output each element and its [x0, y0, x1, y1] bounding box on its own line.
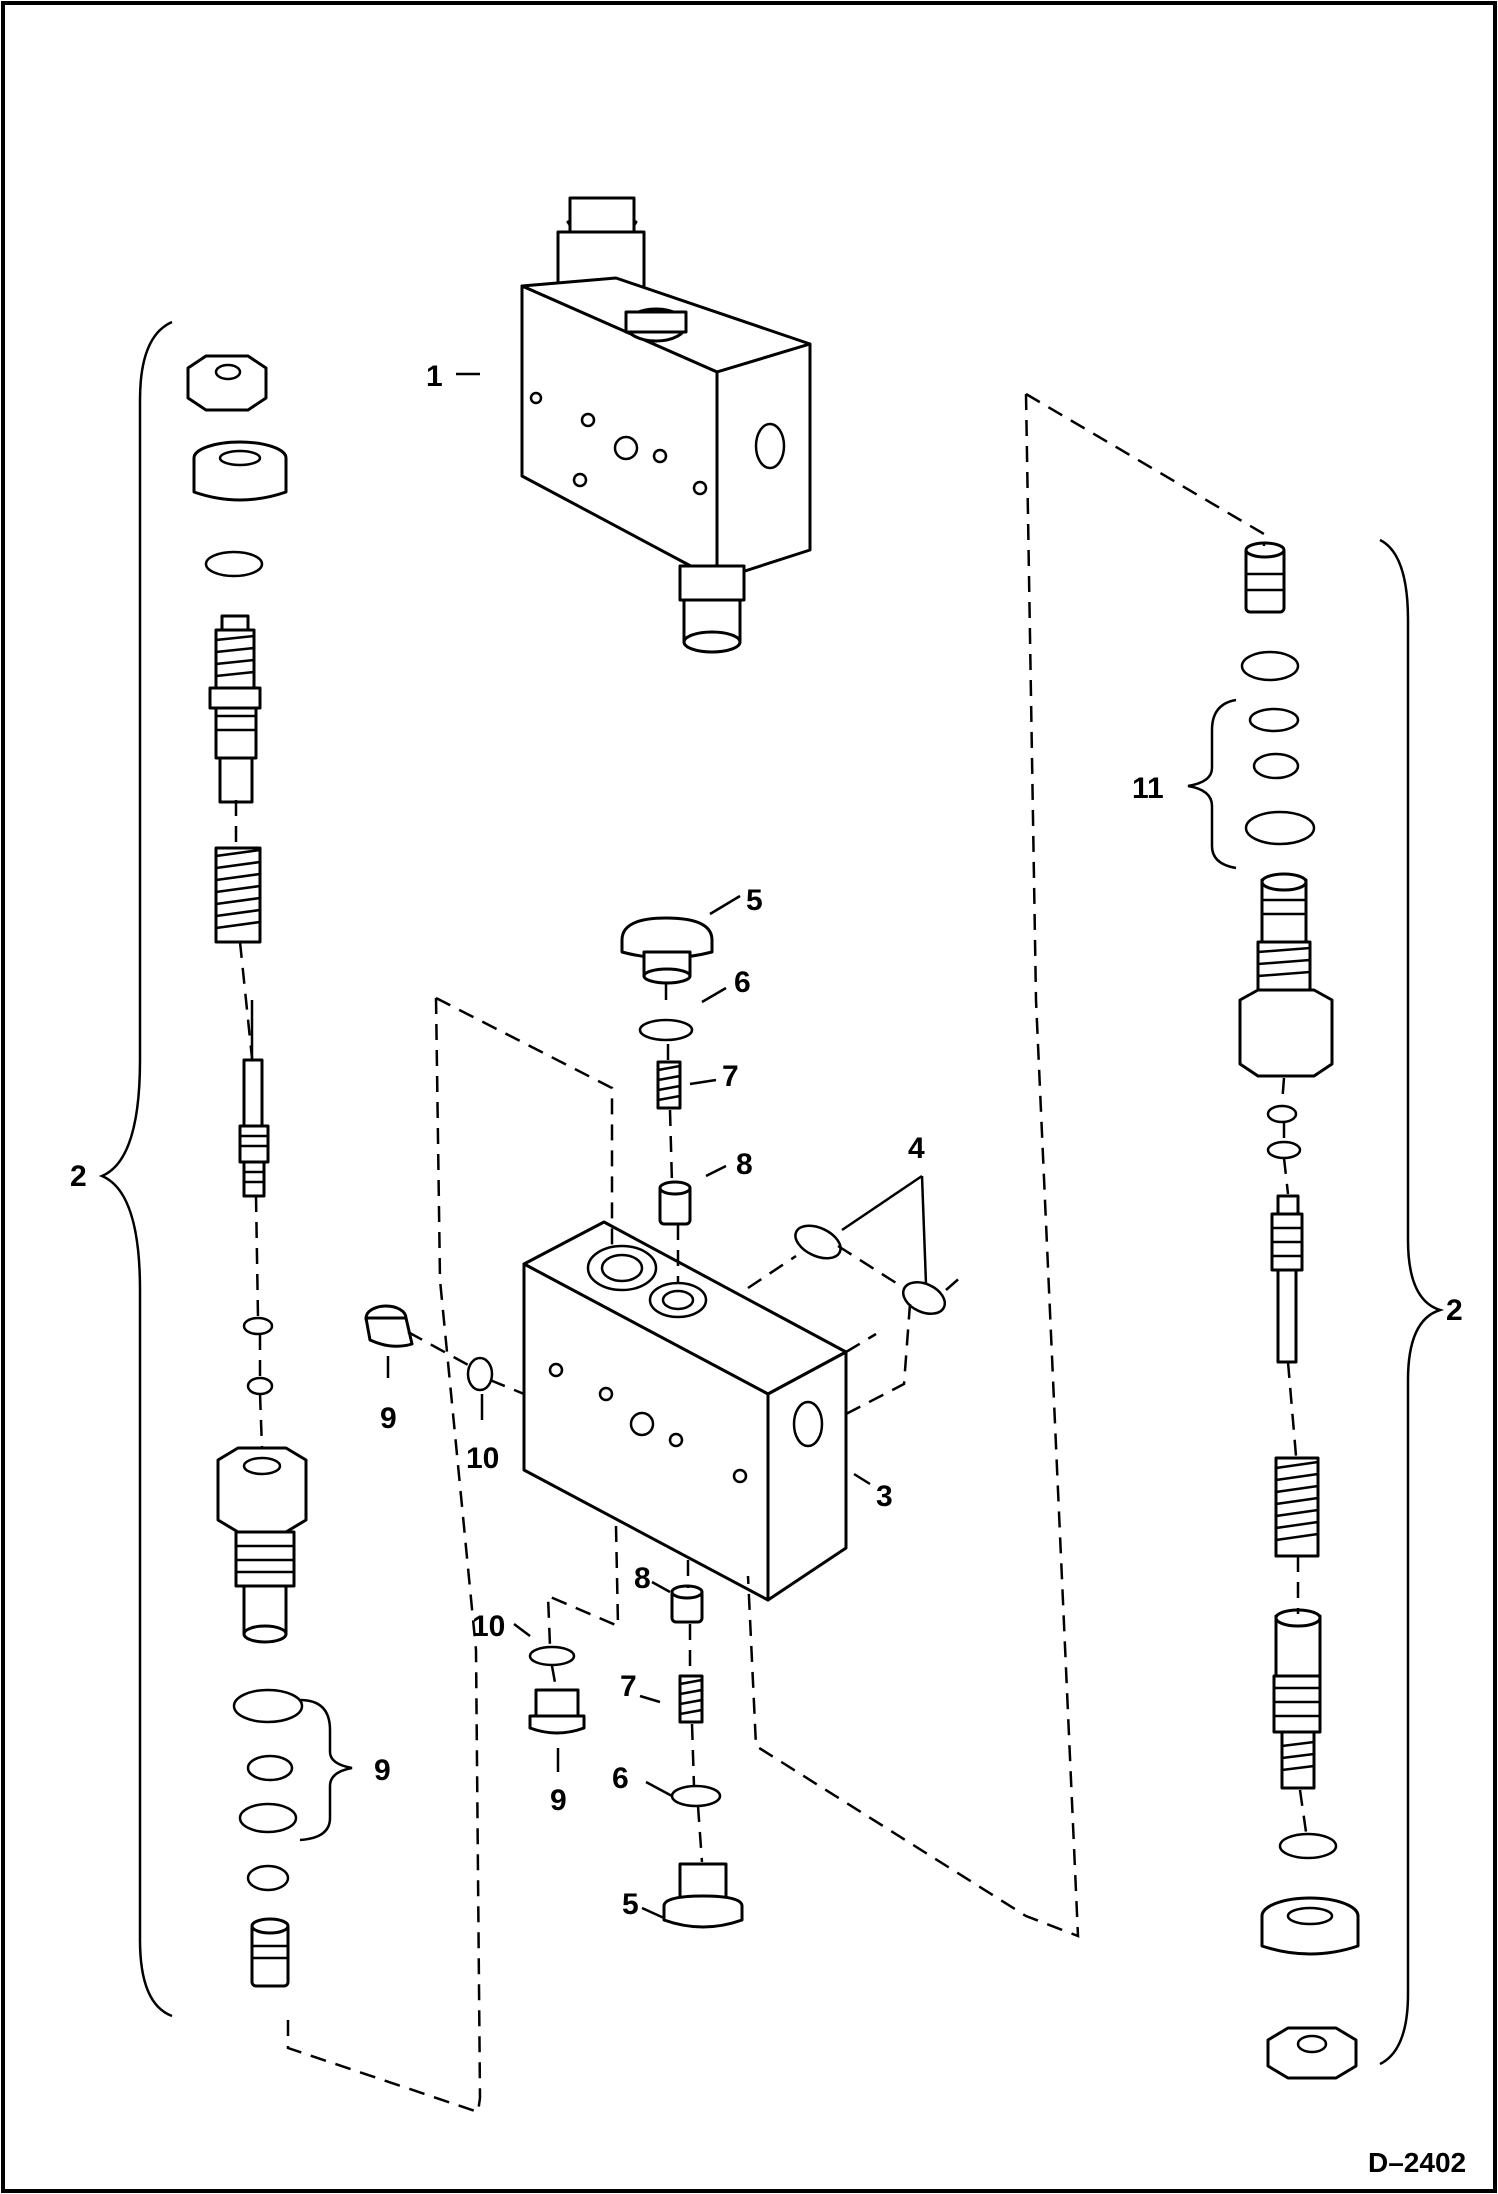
valve-block-part-1 — [520, 196, 812, 654]
brace-part-9 — [299, 1698, 353, 1842]
callout-1: 1 — [426, 360, 443, 393]
o-ring-part-6-top — [638, 1018, 694, 1042]
spring-part-7-bottom — [678, 1674, 704, 1724]
o-ring-part-10-side — [466, 1356, 494, 1392]
callout-10-upper: 10 — [466, 1442, 499, 1475]
callout-5-bottom: 5 — [622, 1888, 639, 1921]
o-ring-part-10-lower — [528, 1645, 576, 1667]
callout-5-top: 5 — [746, 884, 763, 917]
o-ring-part-4-right — [901, 1281, 947, 1315]
callout-2-left: 2 — [70, 1160, 87, 1193]
poppet-part-8-top — [658, 1180, 692, 1226]
drawing-reference: D–2402 — [1368, 2147, 1466, 2178]
callout-7-bottom: 7 — [620, 1670, 637, 1703]
o-ring-part-4-left — [794, 1224, 842, 1260]
plug-part-9-side — [364, 1304, 414, 1348]
callout-9-plug-lower: 9 — [550, 1784, 567, 1817]
callout-9-plug-upper: 9 — [380, 1402, 397, 1435]
callout-7-top: 7 — [722, 1060, 739, 1093]
left-stack-assembly — [186, 354, 308, 1988]
callout-8-bottom: 8 — [634, 1562, 651, 1595]
callout-2-right: 2 — [1446, 1294, 1463, 1327]
callout-9-left-bracket: 9 — [374, 1754, 391, 1787]
callout-11: 11 — [1132, 772, 1164, 805]
callout-6-top: 6 — [734, 966, 751, 999]
poppet-part-8-bottom — [670, 1584, 704, 1624]
brace-part-11 — [1187, 698, 1237, 870]
valve-section-part-3 — [522, 1220, 848, 1602]
o-ring-part-6-bottom — [670, 1784, 722, 1808]
right-brace — [1379, 538, 1445, 2066]
callout-4: 4 — [908, 1132, 925, 1165]
callout-10-lower: 10 — [472, 1610, 505, 1643]
plug-part-5-bottom — [662, 1862, 744, 1929]
plug-part-5-top — [620, 916, 714, 985]
leader-lines — [386, 372, 928, 1920]
left-brace — [98, 320, 173, 2018]
callout-6-bottom: 6 — [612, 1762, 629, 1795]
callout-3: 3 — [876, 1480, 893, 1513]
callout-8-top: 8 — [736, 1148, 753, 1181]
plug-part-9-lower — [528, 1688, 586, 1735]
assembly-dashed-lines — [234, 392, 1308, 2114]
spring-part-7-top — [656, 1060, 682, 1110]
right-stack-assembly — [1238, 541, 1360, 2080]
